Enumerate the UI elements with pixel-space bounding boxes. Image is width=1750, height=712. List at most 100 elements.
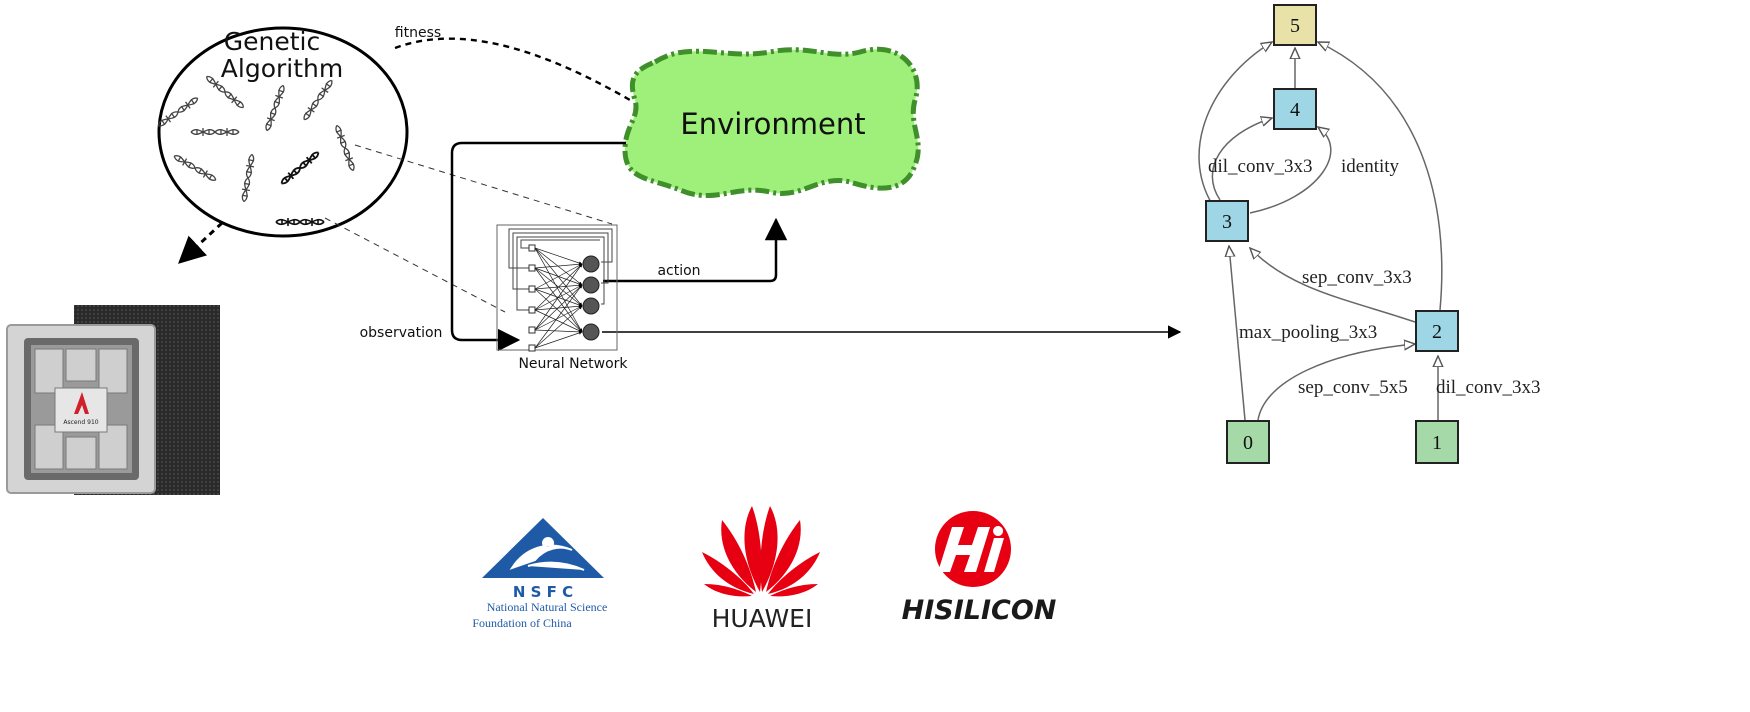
huawei-logo: HUAWEI bbox=[702, 506, 820, 633]
graph-edge-labels: dil_conv_3x3 identity sep_conv_3x3 max_p… bbox=[1208, 156, 1541, 398]
chip-block bbox=[98, 348, 128, 394]
edge-label-sep-conv-5x5: sep_conv_5x5 bbox=[1298, 377, 1408, 398]
nn-connection bbox=[534, 304, 583, 311]
nn-connections bbox=[534, 247, 583, 349]
dna-icon bbox=[190, 128, 240, 136]
nn-connection bbox=[534, 263, 583, 311]
edge-label-dil-conv-3x3-a: dil_conv_3x3 bbox=[1208, 156, 1313, 177]
dna-icons bbox=[157, 75, 355, 226]
nn-frame bbox=[496, 224, 618, 351]
nn-output-node bbox=[582, 276, 600, 294]
dna-icon bbox=[280, 151, 320, 185]
nn-connection bbox=[534, 305, 583, 349]
genetic-algorithm-group: Genetic Algorithm bbox=[157, 26, 409, 238]
graph-node-label: 0 bbox=[1243, 432, 1253, 454]
edge-label-sep-conv-3x3: sep_conv_3x3 bbox=[1302, 267, 1412, 288]
nn-connection bbox=[534, 263, 583, 331]
neural-network-diagram: Neural Network bbox=[496, 224, 628, 372]
nsfc-logo: N S F C National Natural Science Foundat… bbox=[472, 518, 607, 630]
nn-input-node bbox=[528, 344, 536, 352]
chip-block bbox=[34, 348, 64, 394]
graph-node-box bbox=[1415, 310, 1459, 352]
graph-node-1: 1 bbox=[1415, 420, 1459, 464]
huawei-petal bbox=[760, 506, 778, 592]
nsfc-name-line2: Foundation of China bbox=[472, 616, 572, 630]
nn-input-node bbox=[528, 326, 536, 334]
graph-node-4: 4 bbox=[1273, 88, 1317, 130]
huawei-wordmark: HUAWEI bbox=[712, 604, 813, 633]
huawei-petal bbox=[702, 552, 754, 594]
nn-output-node bbox=[582, 255, 600, 273]
graph-node-2: 2 bbox=[1415, 310, 1459, 352]
nn-connection bbox=[534, 331, 583, 349]
graph-node-label: 2 bbox=[1432, 321, 1442, 343]
genetic-algorithm-title-line1: Genetic bbox=[224, 27, 320, 56]
nn-output-node bbox=[582, 297, 600, 315]
ascend-chip-image: Ascend 910 bbox=[6, 305, 220, 495]
huawei-petal bbox=[770, 584, 818, 597]
nn-connection bbox=[534, 247, 583, 265]
huawei-petals-icon bbox=[702, 506, 820, 597]
graph-edges bbox=[1198, 42, 1443, 421]
edge-3-4-dil bbox=[1211, 118, 1272, 201]
nn-connection bbox=[534, 329, 583, 334]
edge-0-2 bbox=[1257, 344, 1415, 421]
edge-label-max-pooling-3x3: max_pooling_3x3 bbox=[1239, 322, 1377, 343]
hisilicon-wordmark: HISILICON bbox=[902, 595, 1057, 626]
nn-connection bbox=[534, 247, 583, 286]
nsfc-abbr: N S F C bbox=[513, 583, 573, 601]
architecture-graph: 5 4 3 2 0 1 dil_conv_3x3 identity sep_co… bbox=[1198, 4, 1541, 464]
graph-node-label: 1 bbox=[1432, 432, 1442, 454]
edge-3-5 bbox=[1198, 42, 1272, 205]
genetic-algorithm-title-line2: Algorithm bbox=[221, 54, 343, 83]
nn-connection bbox=[534, 284, 583, 331]
edge-0-3 bbox=[1229, 246, 1246, 421]
dna-icon bbox=[275, 218, 325, 226]
action-arrow bbox=[603, 217, 788, 283]
dna-icon bbox=[173, 155, 217, 181]
fitness-label: fitness bbox=[395, 25, 441, 41]
dna-icon bbox=[205, 75, 245, 109]
fitness-arrow bbox=[394, 37, 631, 102]
edge-3-4-identity bbox=[1249, 127, 1332, 214]
huawei-petal bbox=[768, 552, 820, 594]
nn-input-node bbox=[528, 285, 536, 293]
edge-2-5 bbox=[1318, 42, 1443, 311]
huawei-petal bbox=[766, 520, 801, 592]
nn-input-node bbox=[528, 306, 536, 314]
graph-node-box bbox=[1415, 420, 1459, 464]
environment-label: Environment bbox=[680, 107, 865, 141]
nn-connection bbox=[534, 288, 583, 333]
dna-icon bbox=[303, 79, 333, 121]
neural-network-label: Neural Network bbox=[518, 356, 628, 372]
chip-block bbox=[65, 348, 97, 382]
ga-to-nn-line-upper bbox=[354, 144, 613, 225]
dna-icon bbox=[265, 84, 285, 132]
graph-node-box bbox=[1273, 88, 1317, 130]
nn-connection bbox=[534, 247, 583, 333]
dna-icon bbox=[241, 153, 255, 203]
nn-connection bbox=[534, 305, 583, 331]
observation-arrow bbox=[450, 141, 626, 352]
chip-block bbox=[65, 436, 97, 470]
nn-connection bbox=[534, 263, 583, 290]
action-label: action bbox=[657, 263, 700, 279]
graph-node-box bbox=[1273, 4, 1317, 46]
graph-node-0: 0 bbox=[1226, 420, 1270, 464]
huawei-petal bbox=[744, 506, 762, 592]
chip-brand-label: Ascend 910 bbox=[63, 419, 98, 426]
edge-label-dil-conv-3x3-b: dil_conv_3x3 bbox=[1436, 377, 1541, 398]
nn-output-nodes bbox=[582, 255, 600, 341]
huawei-petal bbox=[704, 584, 752, 597]
graph-node-label: 5 bbox=[1290, 15, 1300, 37]
chip-die-blocks bbox=[34, 348, 128, 470]
graph-node-label: 3 bbox=[1222, 211, 1232, 233]
edge-label-identity: identity bbox=[1341, 156, 1400, 177]
graph-node-label: 4 bbox=[1290, 99, 1300, 121]
nn-connection bbox=[534, 284, 583, 349]
nn-connection bbox=[534, 247, 583, 307]
nn-input-node bbox=[528, 244, 536, 252]
hisilicon-logo: HISILICON bbox=[902, 511, 1057, 626]
nn-output-node bbox=[582, 323, 600, 341]
nn-loop bbox=[512, 232, 609, 290]
